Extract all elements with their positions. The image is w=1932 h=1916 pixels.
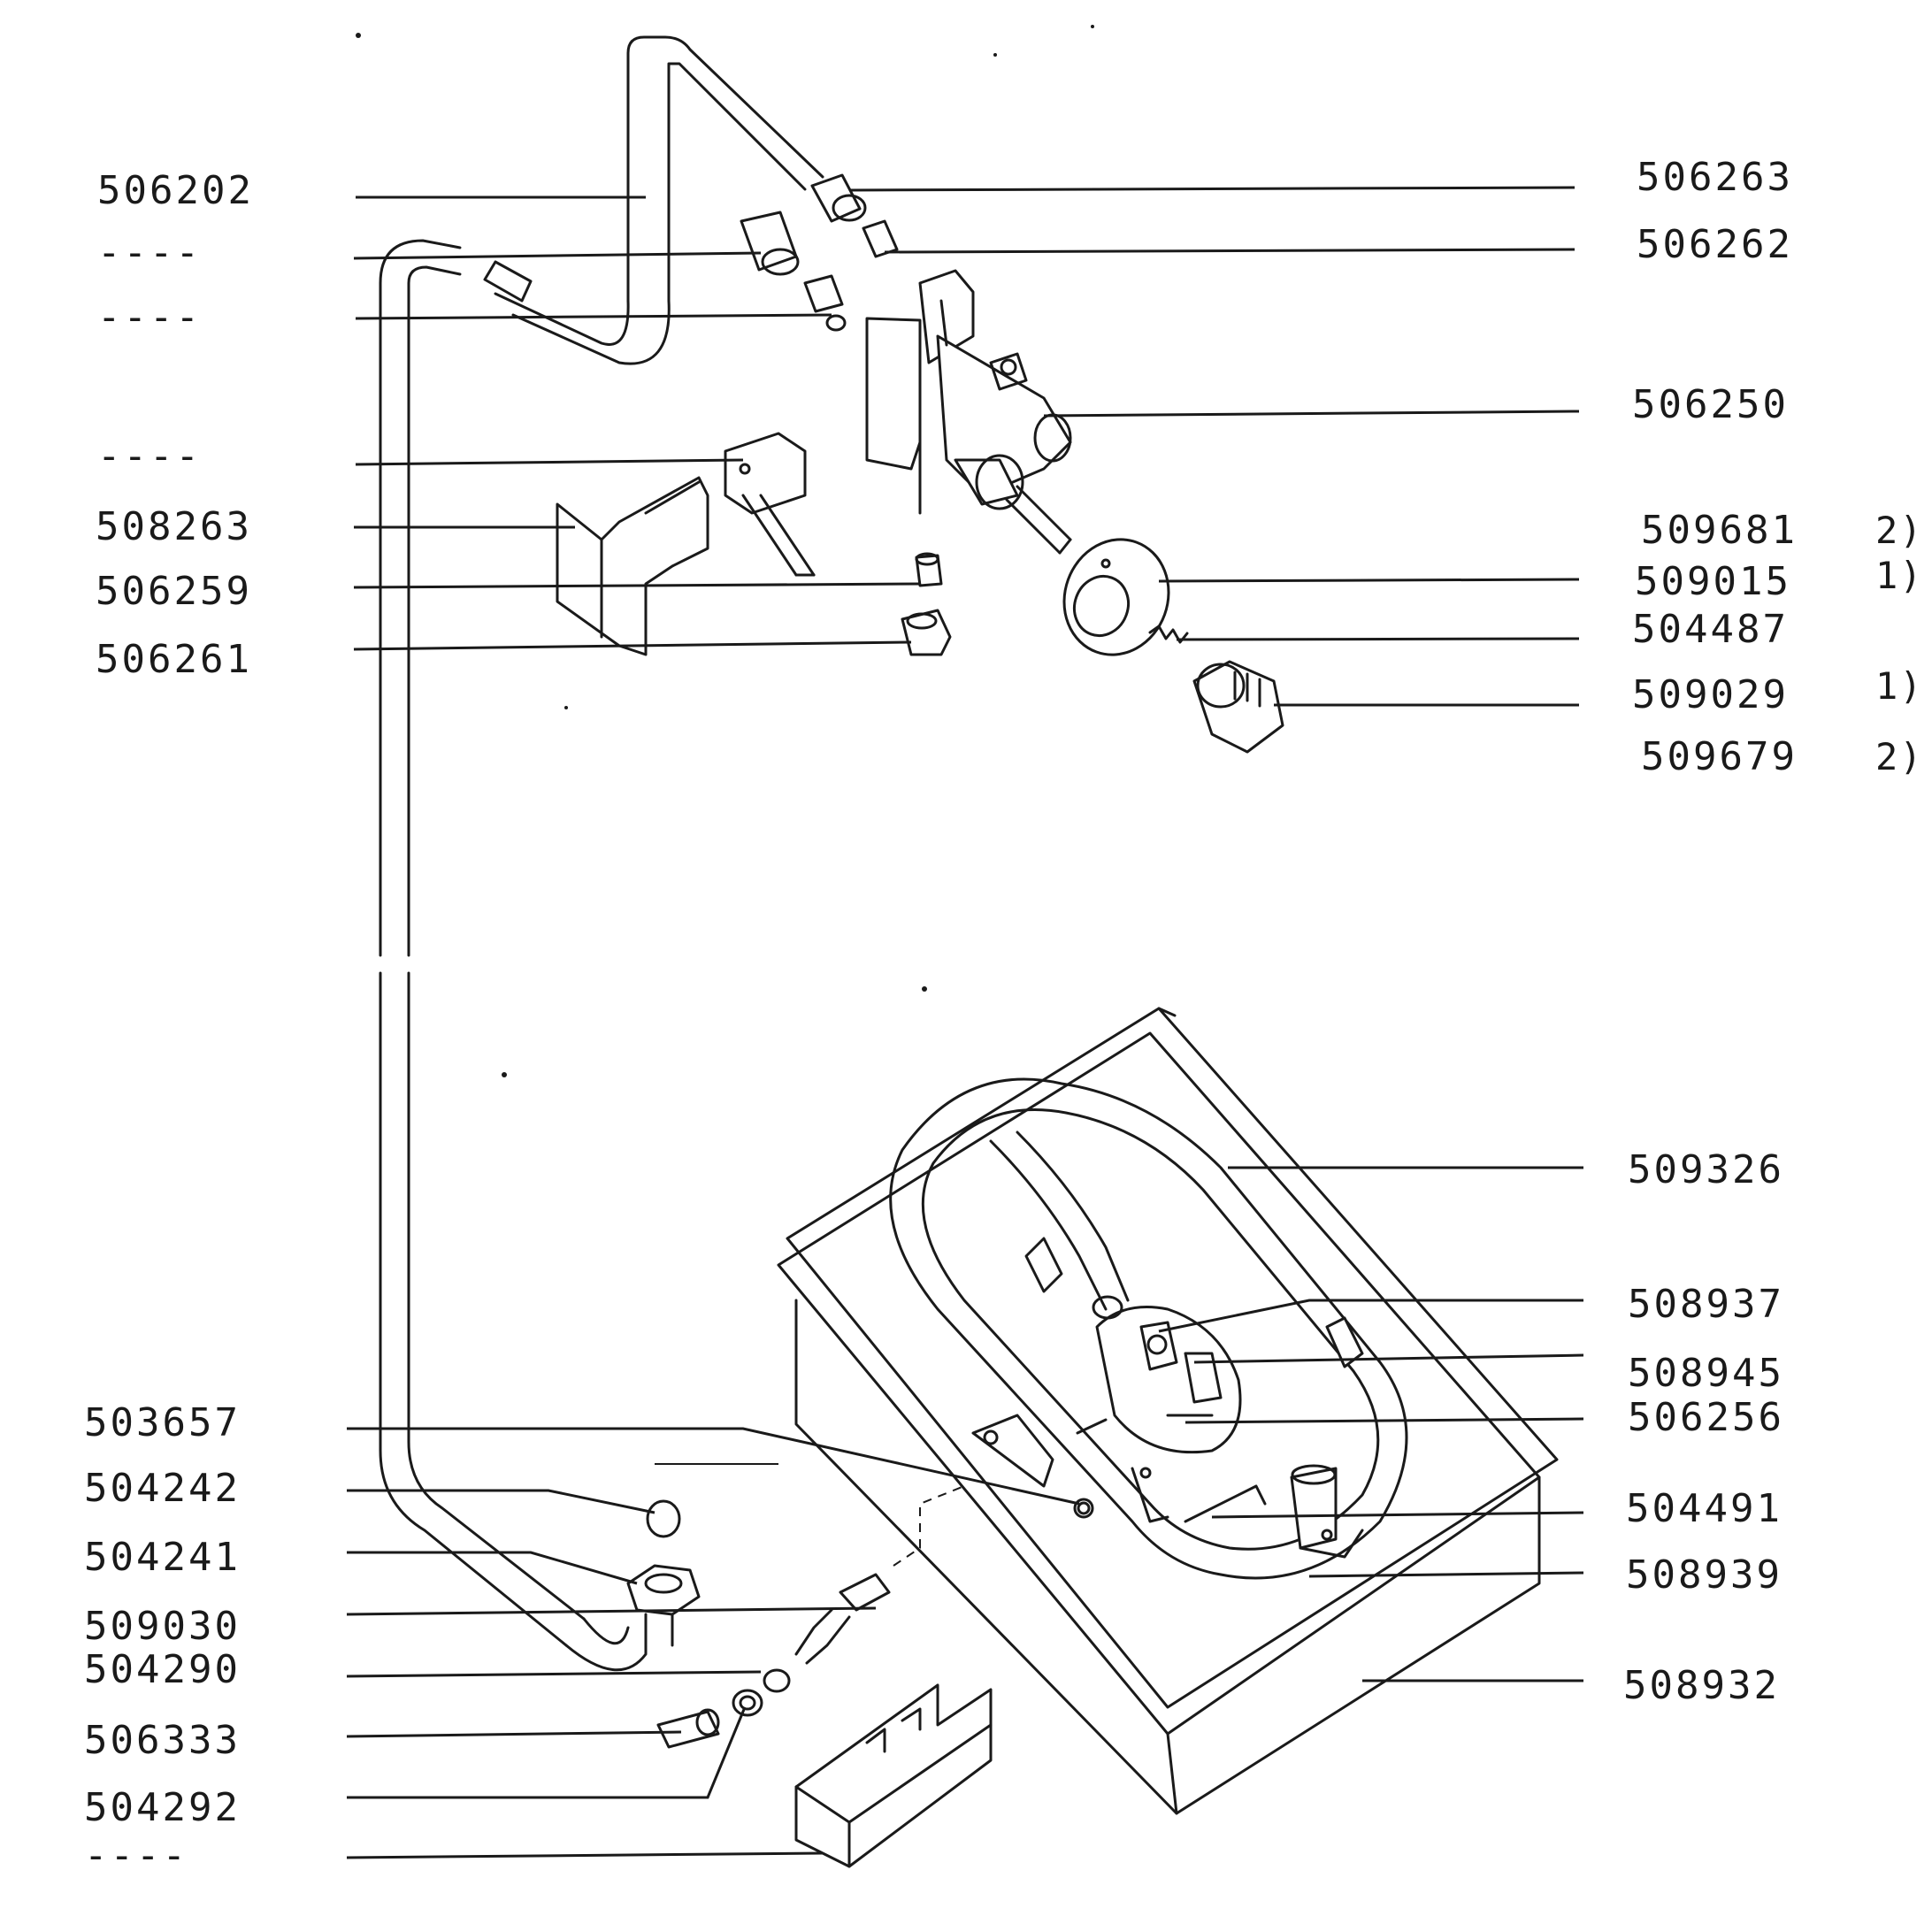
label-508263: 508263	[96, 504, 252, 549]
label-509679: 509679	[1641, 734, 1798, 779]
pipe-fittings-upper	[740, 173, 899, 332]
label-dash-3: ----	[97, 433, 202, 479]
labels-right: 506263 506262 506250 509681 2) 509015 1)…	[1623, 155, 1924, 1708]
label-506263: 506263	[1637, 155, 1793, 200]
bracket-508263	[556, 476, 709, 656]
labels-left: 506202 ---- ---- ---- 508263 506259 5062…	[84, 168, 254, 1878]
label-506259: 506259	[96, 569, 252, 614]
label-504292: 504292	[84, 1785, 241, 1830]
label-504491: 504491	[1626, 1486, 1782, 1531]
burner-details	[971, 1237, 1364, 1559]
label-504242: 504242	[84, 1466, 241, 1511]
label-506250: 506250	[1632, 382, 1789, 427]
label-dash-2: ----	[97, 295, 202, 340]
label-509015: 509015	[1635, 559, 1791, 604]
note-509681: 2)	[1875, 509, 1924, 552]
small-fittings	[901, 552, 952, 656]
thermocouple	[656, 1485, 965, 1749]
knob-ring	[1062, 538, 1170, 656]
label-506202: 506202	[97, 168, 254, 213]
pipe-nut-lower	[626, 1499, 701, 1647]
label-508937: 508937	[1628, 1282, 1784, 1327]
label-506256: 506256	[1628, 1395, 1784, 1440]
label-508932: 508932	[1623, 1663, 1780, 1708]
knob	[1192, 660, 1284, 754]
label-509326: 509326	[1628, 1147, 1784, 1192]
label-508945: 508945	[1628, 1351, 1784, 1396]
note-509679: 2)	[1875, 735, 1924, 778]
label-503657: 503657	[84, 1400, 241, 1445]
label-508939: 508939	[1626, 1552, 1782, 1598]
specks	[356, 25, 1094, 1465]
gas-pipe-long	[379, 239, 648, 1672]
burner-ring-509326	[889, 1077, 1408, 1580]
label-506333: 506333	[84, 1718, 241, 1763]
label-504487: 504487	[1632, 607, 1789, 652]
label-509029: 509029	[1632, 672, 1789, 717]
label-509030: 509030	[84, 1604, 241, 1649]
tray-508932	[777, 1007, 1559, 1815]
bracket-lower	[794, 1683, 993, 1868]
label-509681: 509681	[1641, 508, 1798, 553]
label-dash-1: ----	[97, 230, 202, 275]
label-504241: 504241	[84, 1535, 241, 1580]
label-506261: 506261	[96, 637, 252, 682]
note-509029: 1)	[1875, 664, 1924, 708]
gas-valve-506250	[865, 269, 1072, 555]
label-504290: 504290	[84, 1647, 241, 1692]
leader-lines	[346, 186, 1584, 1859]
label-dash-4: ----	[84, 1833, 188, 1878]
label-506262: 506262	[1637, 222, 1793, 267]
note-509015: 1)	[1875, 554, 1924, 597]
micro-switch	[724, 432, 816, 577]
parts-drawing	[356, 25, 1559, 1868]
